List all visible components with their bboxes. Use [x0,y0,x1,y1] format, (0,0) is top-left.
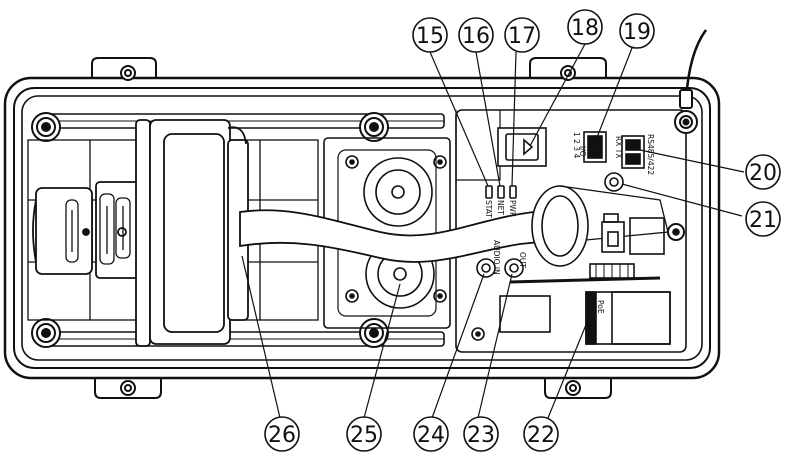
callout-21-label: 21 [749,208,777,233]
corner-screws [31,112,389,348]
callout-20-label: 20 [749,161,777,186]
callout-24-label: 24 [417,423,445,448]
callout-21: 21 [745,201,781,237]
label-power-led: PWR [508,200,517,217]
callout-16: 16 [458,17,494,53]
label-io-pins: 1 2 3 4 [572,132,581,158]
label-io: I/O [578,146,587,157]
callout-22: 22 [523,416,559,452]
callout-15: 15 [412,17,448,53]
callout-25-label: 25 [350,423,378,448]
callout-19-label: 19 [623,20,651,45]
camera-module [32,119,249,347]
callouts: 15 16 17 18 19 20 21 22 [264,9,781,452]
label-poe: PoE [596,300,605,314]
callout-17-label: 17 [508,24,536,49]
callout-15-label: 15 [416,24,444,49]
leader-lines [241,43,745,419]
callout-19: 19 [619,13,655,49]
label-network-led: NET [496,200,505,215]
electronics-board [239,109,687,353]
callout-18: 18 [567,9,603,45]
callout-25: 25 [346,416,382,452]
callout-23: 23 [463,416,499,452]
port-labels: RS485/422 RX TX I/O 1 2 3 4 STAT NET PWR… [484,132,655,314]
callout-18-label: 18 [571,16,599,41]
label-rs485: RS485/422 [646,134,655,175]
label-status-led: STAT [484,200,493,218]
ground-wire [674,29,708,134]
label-audio-in: AUDIO IN [492,240,501,275]
label-audio-out: OUT [518,252,527,268]
callout-26: 26 [264,416,300,452]
callout-16-label: 16 [462,24,490,49]
label-rs-pins: RX TX [614,136,623,158]
callout-24: 24 [413,416,449,452]
callout-20: 20 [745,154,781,190]
callout-23-label: 23 [467,423,495,448]
callout-17: 17 [504,17,540,53]
callout-22-label: 22 [527,423,555,448]
callout-26-label: 26 [268,423,296,448]
